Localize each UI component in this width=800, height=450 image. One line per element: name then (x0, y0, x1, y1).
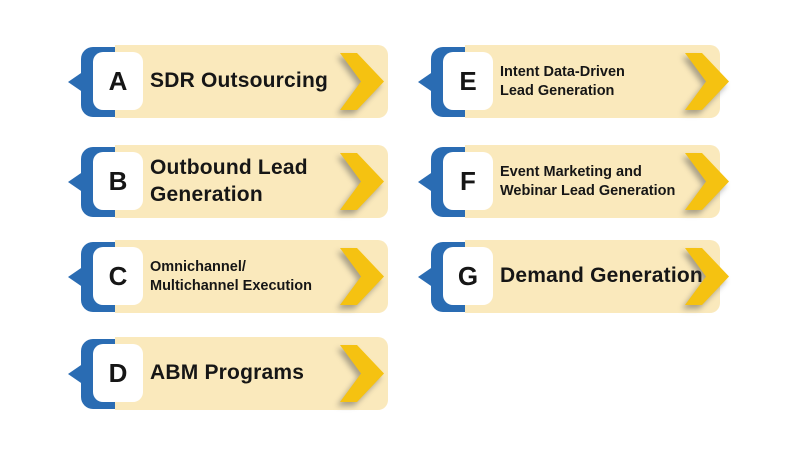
service-title: Omnichannel/ Multichannel Execution (150, 258, 312, 294)
banner-shape (465, 45, 720, 118)
letter-badge: B (93, 152, 143, 210)
letter-label: C (108, 261, 128, 291)
left-arrow-notch-icon (418, 171, 434, 193)
chevron-right-icon (685, 53, 729, 110)
service-title: SDR Outsourcing (150, 69, 329, 93)
chevron-right-icon (340, 248, 384, 305)
letter-badge: F (443, 152, 493, 210)
letter-label: A (108, 66, 128, 96)
chevron-right-icon (340, 153, 384, 210)
letter-label: G (457, 261, 479, 291)
service-item-e: E Intent Data-Driven Lead Generation (418, 45, 736, 120)
service-item-a: A SDR Outsourcing (68, 45, 393, 120)
letter-label: F (460, 166, 476, 196)
letter-label: E (459, 66, 477, 96)
left-arrow-notch-icon (68, 266, 84, 288)
service-item-f: F Event Marketing and Webinar Lead Gener… (418, 145, 736, 220)
letter-badge: G (443, 247, 493, 305)
banner-shape (115, 145, 388, 218)
banner-shape (115, 337, 388, 410)
chevron-right-icon (340, 53, 384, 110)
banner-shape (465, 145, 720, 218)
service-item-c: C Omnichannel/ Multichannel Execution (68, 240, 393, 315)
service-title: Event Marketing and Webinar Lead Generat… (500, 163, 676, 199)
letter-badge: E (443, 52, 493, 110)
letter-badge: D (93, 344, 143, 402)
left-arrow-notch-icon (418, 71, 434, 93)
banner-shape (115, 240, 388, 313)
letter-label: B (108, 166, 128, 196)
service-item-b: B Outbound Lead Generation (68, 145, 393, 220)
left-arrow-notch-icon (68, 363, 84, 385)
left-arrow-notch-icon (418, 266, 434, 288)
chevron-right-icon (340, 345, 384, 402)
banner-shape (465, 240, 720, 313)
service-item-g: G Demand Generation (418, 240, 736, 315)
letter-badge: C (93, 247, 143, 305)
letter-badge: A (93, 52, 143, 110)
service-item-d: D ABM Programs (68, 337, 393, 412)
service-title: Intent Data-Driven Lead Generation (500, 63, 625, 99)
chevron-right-icon (685, 248, 729, 305)
letter-label: D (108, 358, 128, 388)
service-title: Demand Generation (500, 264, 703, 288)
banner-shape (115, 45, 388, 118)
left-arrow-notch-icon (68, 71, 84, 93)
service-title: Outbound Lead Generation (150, 156, 308, 206)
left-arrow-notch-icon (68, 171, 84, 193)
service-title: ABM Programs (150, 361, 305, 385)
chevron-right-icon (685, 153, 729, 210)
